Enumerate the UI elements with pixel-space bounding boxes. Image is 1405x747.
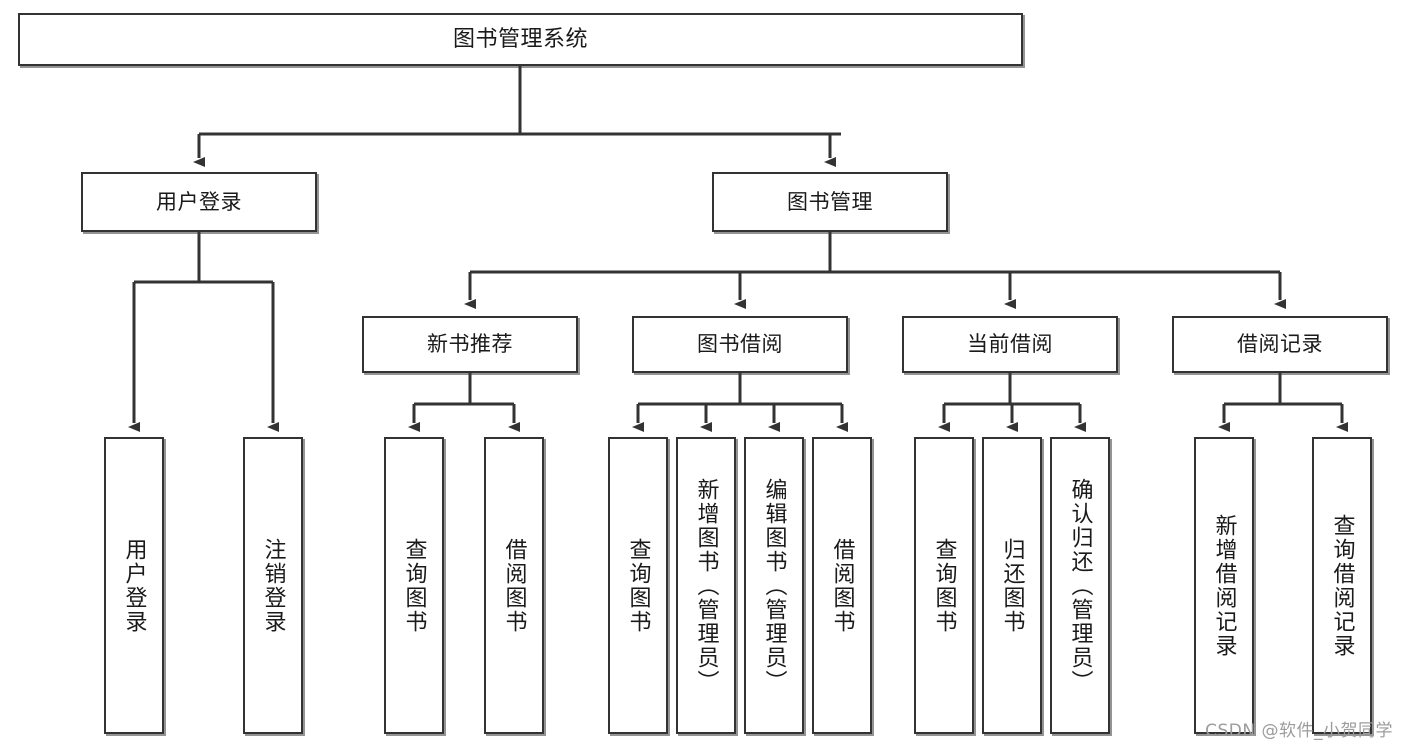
node-leaf-borrow-book-recommend[interactable]: 借阅图书 <box>484 437 544 734</box>
node-label: 用户登录 <box>156 189 242 214</box>
node-leaf-add-borrow-record[interactable]: 新增借阅记录 <box>1194 437 1254 734</box>
node-current-borrow[interactable]: 当前借阅 <box>902 316 1118 373</box>
csdn-watermark: CSDN @软件_小贺同学 <box>1205 721 1393 741</box>
node-label: 借阅图书 <box>501 537 527 634</box>
node-leaf-borrow-book[interactable]: 借阅图书 <box>812 437 872 734</box>
node-label: 图书管理系统 <box>452 26 588 52</box>
node-leaf-query-book-borrow[interactable]: 查询图书 <box>608 437 668 734</box>
node-book-borrow[interactable]: 图书借阅 <box>632 316 848 373</box>
node-label: 新增借阅记录 <box>1211 513 1237 658</box>
node-label: 图书管理 <box>787 189 873 214</box>
node-label: 查询图书 <box>931 537 957 634</box>
node-label: 查询图书 <box>401 537 427 634</box>
node-book-management[interactable]: 图书管理 <box>712 172 948 232</box>
node-new-book-recommend[interactable]: 新书推荐 <box>362 316 578 373</box>
node-label: 编辑图书（管理员） <box>761 477 787 694</box>
node-leaf-add-book-admin[interactable]: 新增图书（管理员） <box>676 437 736 734</box>
node-label: 借阅记录 <box>1237 332 1323 357</box>
node-label: 新增图书（管理员） <box>693 477 719 694</box>
node-label: 确认归还（管理员） <box>1067 477 1093 694</box>
node-leaf-query-book-current[interactable]: 查询图书 <box>914 437 974 734</box>
node-label: 当前借阅 <box>967 332 1053 357</box>
node-leaf-confirm-return-admin[interactable]: 确认归还（管理员） <box>1050 437 1110 734</box>
node-label: 查询借阅记录 <box>1329 513 1355 658</box>
node-label: 借阅图书 <box>829 537 855 634</box>
node-label: 查询图书 <box>625 537 651 634</box>
node-user-login[interactable]: 用户登录 <box>81 172 317 232</box>
node-label: 新书推荐 <box>427 332 513 357</box>
node-label: 图书借阅 <box>697 332 783 357</box>
node-root-book-management-system[interactable]: 图书管理系统 <box>18 13 1023 66</box>
node-leaf-logout[interactable]: 注销登录 <box>243 437 303 734</box>
node-leaf-return-book[interactable]: 归还图书 <box>982 437 1042 734</box>
node-leaf-query-book-recommend[interactable]: 查询图书 <box>384 437 444 734</box>
node-label: 注销登录 <box>260 537 286 634</box>
node-leaf-edit-book-admin[interactable]: 编辑图书（管理员） <box>744 437 804 734</box>
node-label: 归还图书 <box>999 537 1025 634</box>
node-leaf-user-login[interactable]: 用户登录 <box>104 437 164 734</box>
node-label: 用户登录 <box>121 537 147 634</box>
node-borrow-record[interactable]: 借阅记录 <box>1172 316 1388 373</box>
node-leaf-query-borrow-record[interactable]: 查询借阅记录 <box>1312 437 1372 734</box>
